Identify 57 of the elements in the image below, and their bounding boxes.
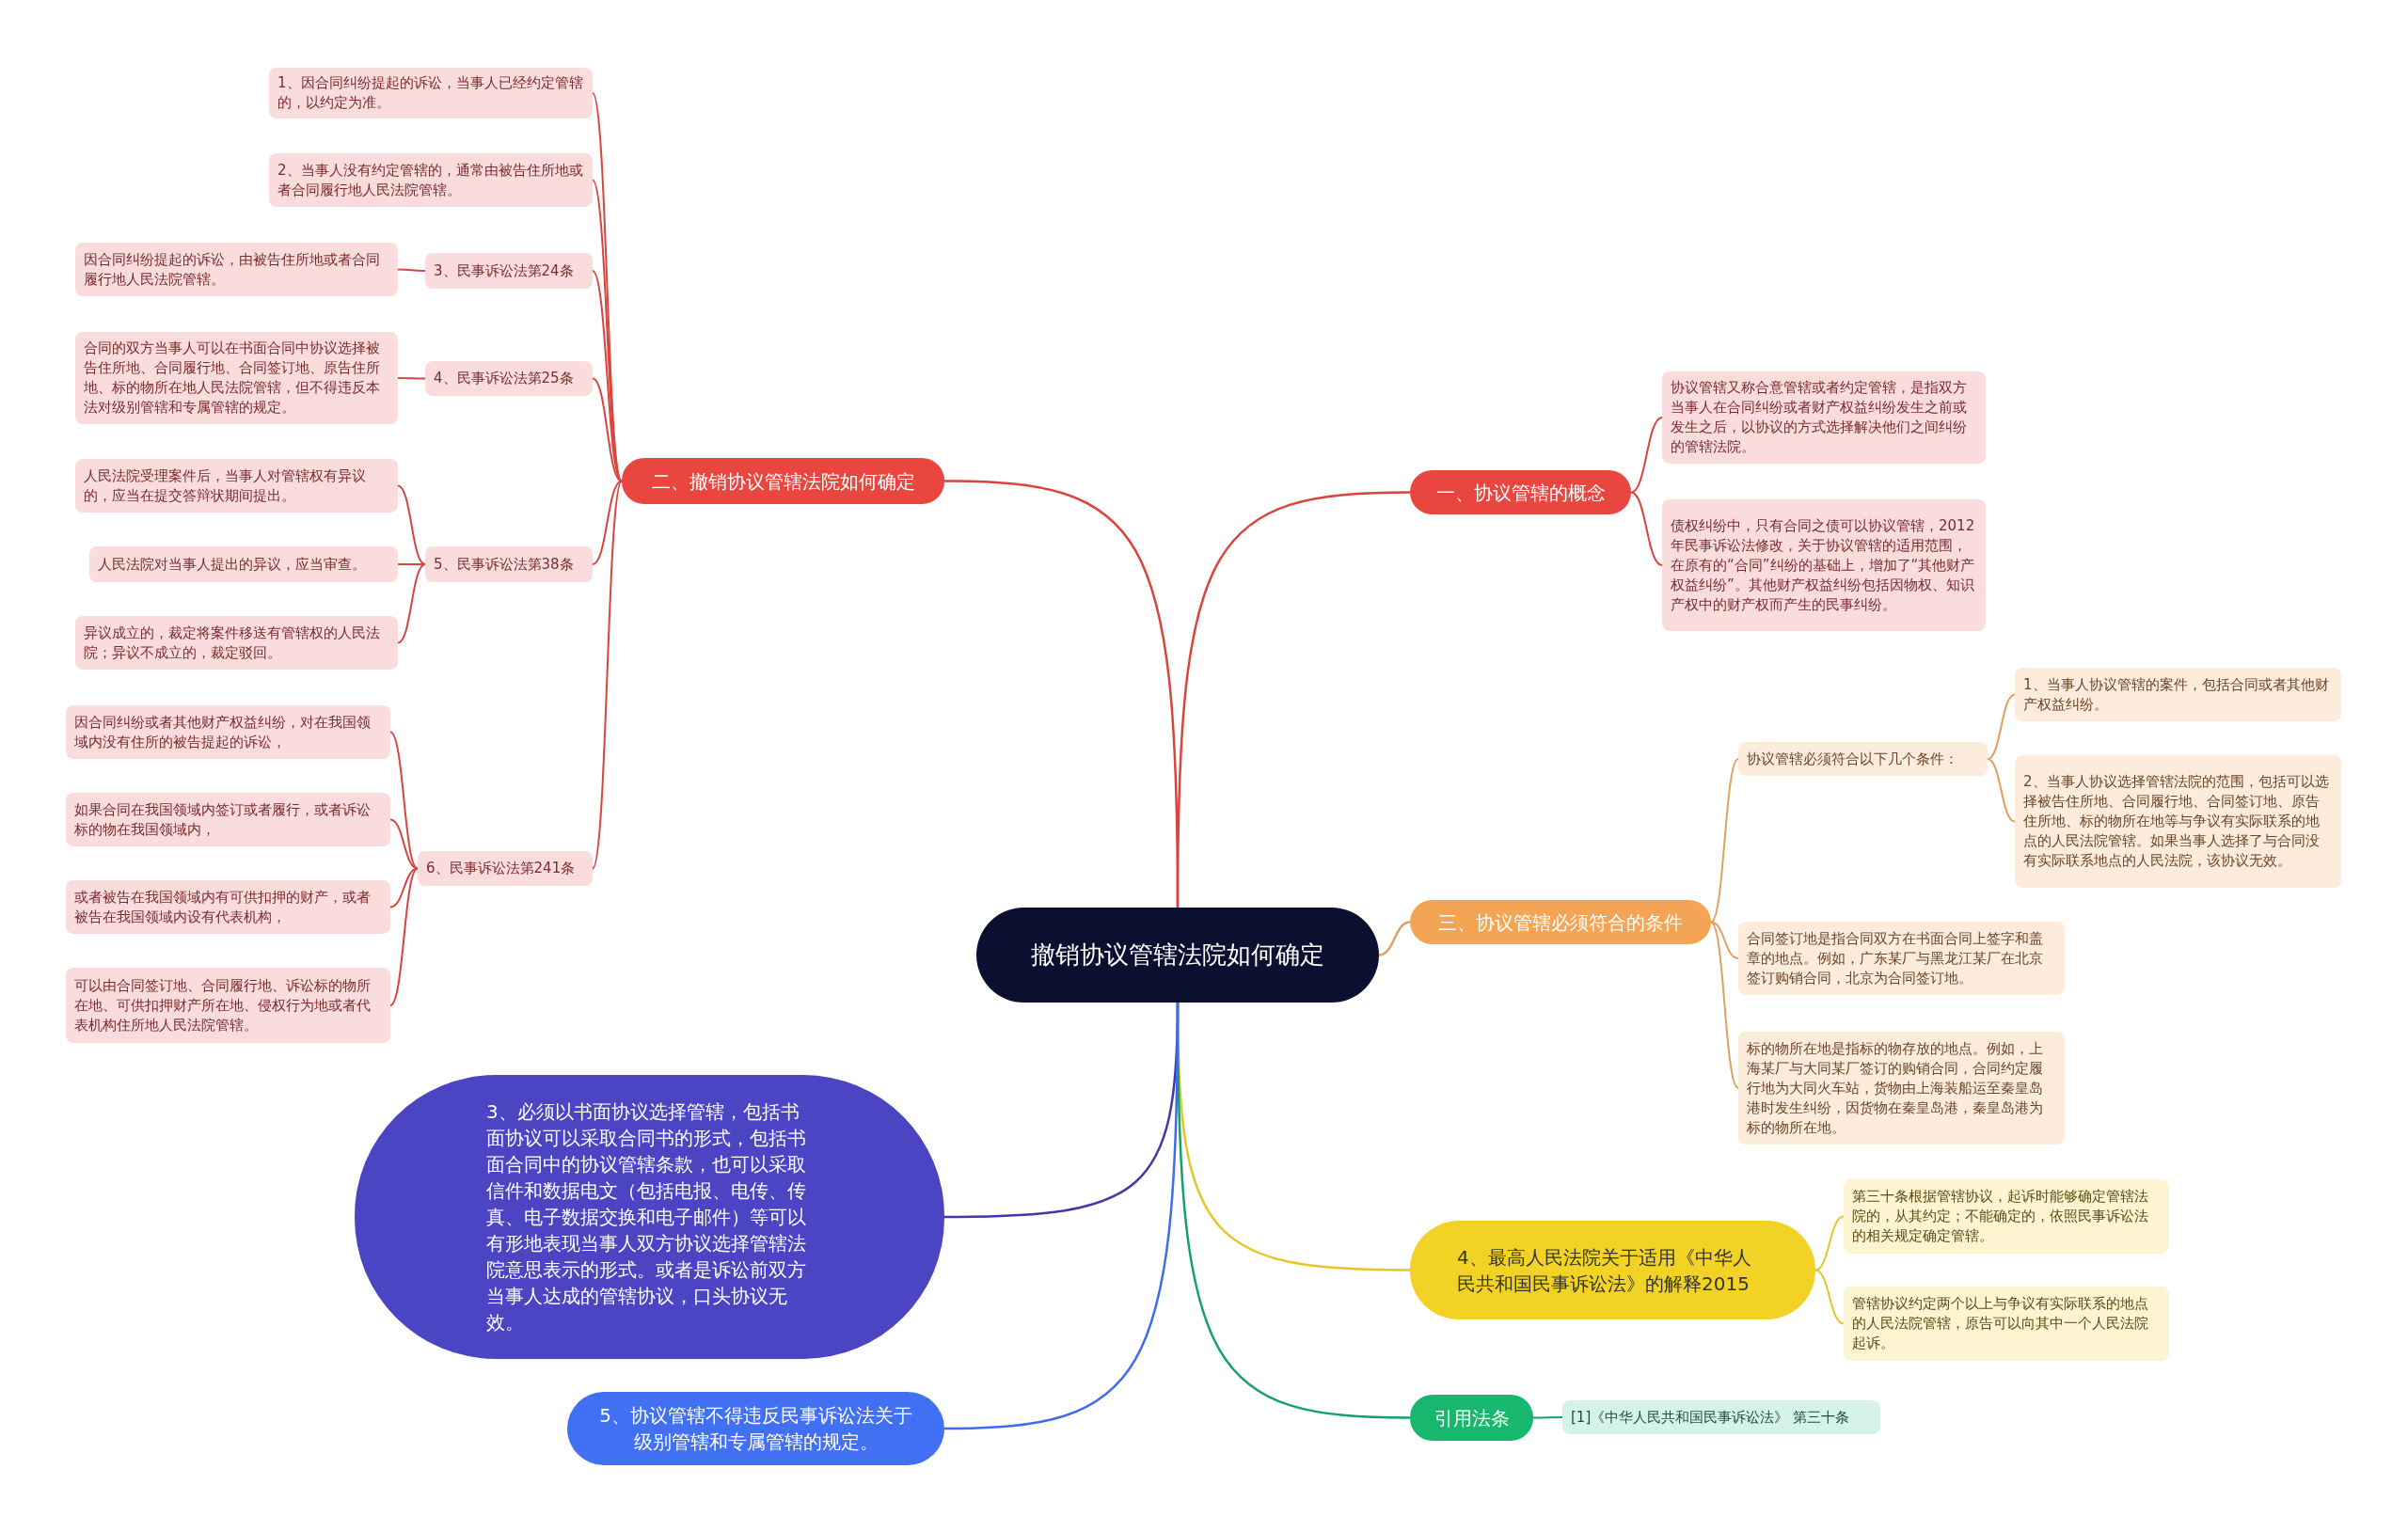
note-box: 2、当事人协议选择管辖法院的范围，包括可以选择被告住所地、合同履行地、合同签订地、原告住所地、标的物所在地等与争议有实际联系的地点的人民法院管辖。如果当事人选择了与合同没有实际联系地点的人民法院，该协议无效。 bbox=[2015, 755, 2341, 888]
note-box: 人民法院对当事人提出的异议，应当审查。 bbox=[89, 546, 398, 582]
branch-topic: 二、撤销协议管辖法院如何确定 bbox=[622, 458, 944, 504]
connector bbox=[397, 268, 426, 272]
note-box: 管辖协议约定两个以上与争议有实际联系的地点的人民法院管辖，原告可以向其中一个人民法院起诉。 bbox=[1844, 1287, 2169, 1361]
connector bbox=[1987, 693, 2016, 760]
connector bbox=[592, 480, 623, 565]
connector bbox=[1710, 921, 1739, 959]
note-box: 合同签订地是指合同双方在书面合同上签字和盖章的地点。例如，广东某厂与黑龙江某厂在北京签订购销合同，北京为合同签订地。 bbox=[1738, 922, 2065, 995]
connector bbox=[1630, 417, 1663, 494]
connector bbox=[389, 867, 419, 908]
connector bbox=[397, 484, 426, 565]
note-box: 可以由合同签订地、合同履行地、诉讼标的物所在地、可供扣押财产所在地、侵权行为地或者代表机构住所地人民法院管辖。 bbox=[66, 968, 390, 1043]
note-box: 6、民事诉讼法第241条 bbox=[418, 851, 593, 886]
note-box: 4、民事诉讼法第25条 bbox=[425, 361, 593, 396]
note-box: 异议成立的，裁定将案件移送有管辖权的人民法院；异议不成立的，裁定驳回。 bbox=[75, 616, 398, 670]
note-box: 标的物所在地是指标的物存放的地点。例如，上海某厂与大同某厂签订的购销合同，合同约定履行地为大同火车站，货物由上海装船运至秦皇岛港时发生纠纷，因货物在秦皇岛港，秦皇岛港为标的物所在地。 bbox=[1738, 1032, 2065, 1145]
note-box: 1、因合同纠纷提起的诉讼，当事人已经约定管辖的，以约定为准。 bbox=[269, 68, 593, 118]
connector bbox=[389, 818, 419, 870]
connector bbox=[1814, 1269, 1845, 1325]
connector bbox=[1814, 1215, 1845, 1271]
connector bbox=[397, 563, 426, 644]
note-box: 协议管辖必须符合以下几个条件： bbox=[1738, 742, 1988, 776]
note-box: 债权纠纷中，只有合同之债可以协议管辖，2012年民事诉讼法修改，关于协议管辖的适用范围，在原有的“合同”纠纷的基础上，增加了“其他财产权益纠纷”。其他财产权益纠纷包括因物权、知识产权中的财产权而产生的民事纠纷。 bbox=[1662, 499, 1986, 631]
connector bbox=[397, 377, 426, 380]
connector bbox=[1710, 758, 1739, 924]
branch-topic: 三、协议管辖必须符合的条件 bbox=[1410, 900, 1711, 944]
note-box: 3、民事诉讼法第24条 bbox=[425, 253, 593, 289]
connector bbox=[389, 867, 419, 1006]
central-topic: 撤销协议管辖法院如何确定 bbox=[976, 908, 1379, 1003]
connector bbox=[1532, 1416, 1563, 1419]
note-box: 5、民事诉讼法第38条 bbox=[425, 546, 593, 582]
branch-topic: 5、协议管辖不得违反民事诉讼法关于级别管辖和专属管辖的规定。 bbox=[567, 1392, 944, 1465]
connector bbox=[592, 377, 623, 482]
note-box: 因合同纠纷提起的诉讼，由被告住所地或者合同履行地人民法院管辖。 bbox=[75, 243, 398, 296]
connector bbox=[1630, 491, 1663, 566]
branch-topic: 一、协议管辖的概念 bbox=[1410, 470, 1631, 514]
note-box: 如果合同在我国领域内签订或者履行，或者诉讼标的物在我国领域内， bbox=[66, 793, 390, 846]
note-box: 因合同纠纷或者其他财产权益纠纷，对在我国领域内没有住所的被告提起的诉讼， bbox=[66, 705, 390, 759]
note-box: 或者被告在我国领域内有可供扣押的财产，或者被告在我国领域内设有代表机构， bbox=[66, 880, 390, 934]
connector bbox=[1176, 491, 1411, 908]
branch-topic: 引用法条 bbox=[1410, 1395, 1533, 1441]
note-box: 人民法院受理案件后，当事人对管辖权有异议的，应当在提交答辩状期间提出。 bbox=[75, 459, 398, 513]
connector bbox=[1987, 758, 2016, 823]
note-box: 合同的双方当事人可以在书面合同中协议选择被告住所地、合同履行地、合同签订地、原告住所地、标的物所在地人民法院管辖，但不得违反本法对级别管辖和专属管辖的规定。 bbox=[75, 332, 398, 424]
note-box: 第三十条根据管辖协议，起诉时能够确定管辖法院的，从其约定；不能确定的，依照民事诉讼法的相关规定确定管辖。 bbox=[1844, 1179, 2169, 1254]
note-box: [1]《中华人民共和国民事诉讼法》 第三十条 bbox=[1562, 1400, 1880, 1434]
note-box: 2、当事人没有约定管辖的，通常由被告住所地或者合同履行地人民法院管辖。 bbox=[269, 153, 593, 207]
connector bbox=[592, 480, 623, 870]
connector bbox=[1378, 921, 1411, 956]
connector bbox=[389, 731, 419, 870]
connector bbox=[943, 1003, 1180, 1430]
branch-topic: 3、必须以书面协议选择管辖，包括书面协议可以采取合同书的形式，包括书面合同中的协议管辖条款，也可以采取信件和数据电文（包括电报、电传、传真、电子数据交换和电子邮件）等可以有形地表现当事人双方协议选择管辖法院意思表示的形式。或者是诉讼前双方当事人达成的管辖协议，口头协议无效。 bbox=[355, 1075, 944, 1359]
note-box: 1、当事人协议管辖的案件，包括合同或者其他财产权益纠纷。 bbox=[2015, 668, 2341, 721]
connector bbox=[1710, 921, 1739, 1089]
note-box: 协议管辖又称合意管辖或者约定管辖，是指双方当事人在合同纠纷或者财产权益纠纷发生之前或发生之后，以协议的方式选择解决他们之间纠纷的管辖法院。 bbox=[1662, 371, 1986, 464]
branch-topic: 4、最高人民法院关于适用《中华人民共和国民事诉讼法》的解释2015 bbox=[1410, 1221, 1815, 1319]
